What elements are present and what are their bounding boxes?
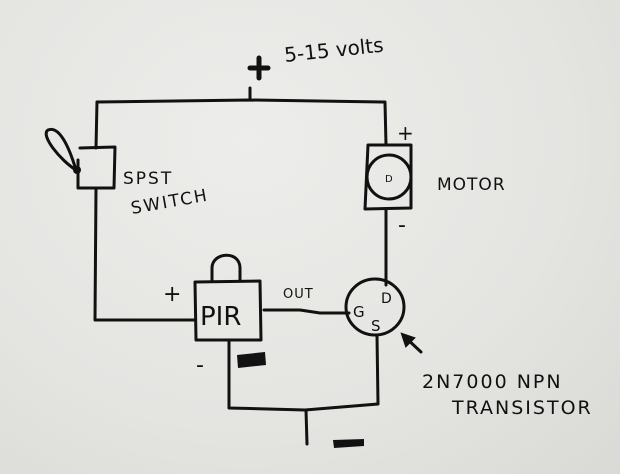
supply-voltage-label: 5-15 volts [283,33,385,67]
pir-label: PIR [200,302,241,332]
pir-out-wire [262,308,351,315]
supply-plus-symbol [247,55,271,81]
spst-switch-icon [44,127,117,190]
bottom-wire [227,333,380,412]
switch-label-line2: SWITCH [129,186,210,219]
scribble-mark [237,352,266,368]
transistor-label-line2: TRANSISTOR [451,397,593,419]
motor-icon: D [363,143,413,211]
left-wire [93,100,197,322]
pir-plus-label: + [163,282,181,307]
motor-label: MOTOR [437,175,506,195]
top-wire [95,98,388,147]
svg-text:D: D [385,174,393,185]
motor-plus-label: + [397,121,414,145]
ground-tap-wire [304,408,309,446]
transistor-gate-label: G [353,303,365,321]
ground-minus-symbol [333,439,364,448]
pir-minus-label: - [196,353,204,378]
switch-label-line1: SPST [123,169,173,189]
transistor-label-line1: 2N7000 NPN [422,371,563,393]
transistor-source-label: S [371,317,381,335]
pir-sensor-icon [193,253,263,342]
transistor-icon [344,277,406,337]
transistor-drain-label: D [381,291,392,307]
pointer-arrow-icon [400,332,423,354]
pir-out-label: OUT [283,287,314,302]
motor-minus-label: - [398,213,406,238]
